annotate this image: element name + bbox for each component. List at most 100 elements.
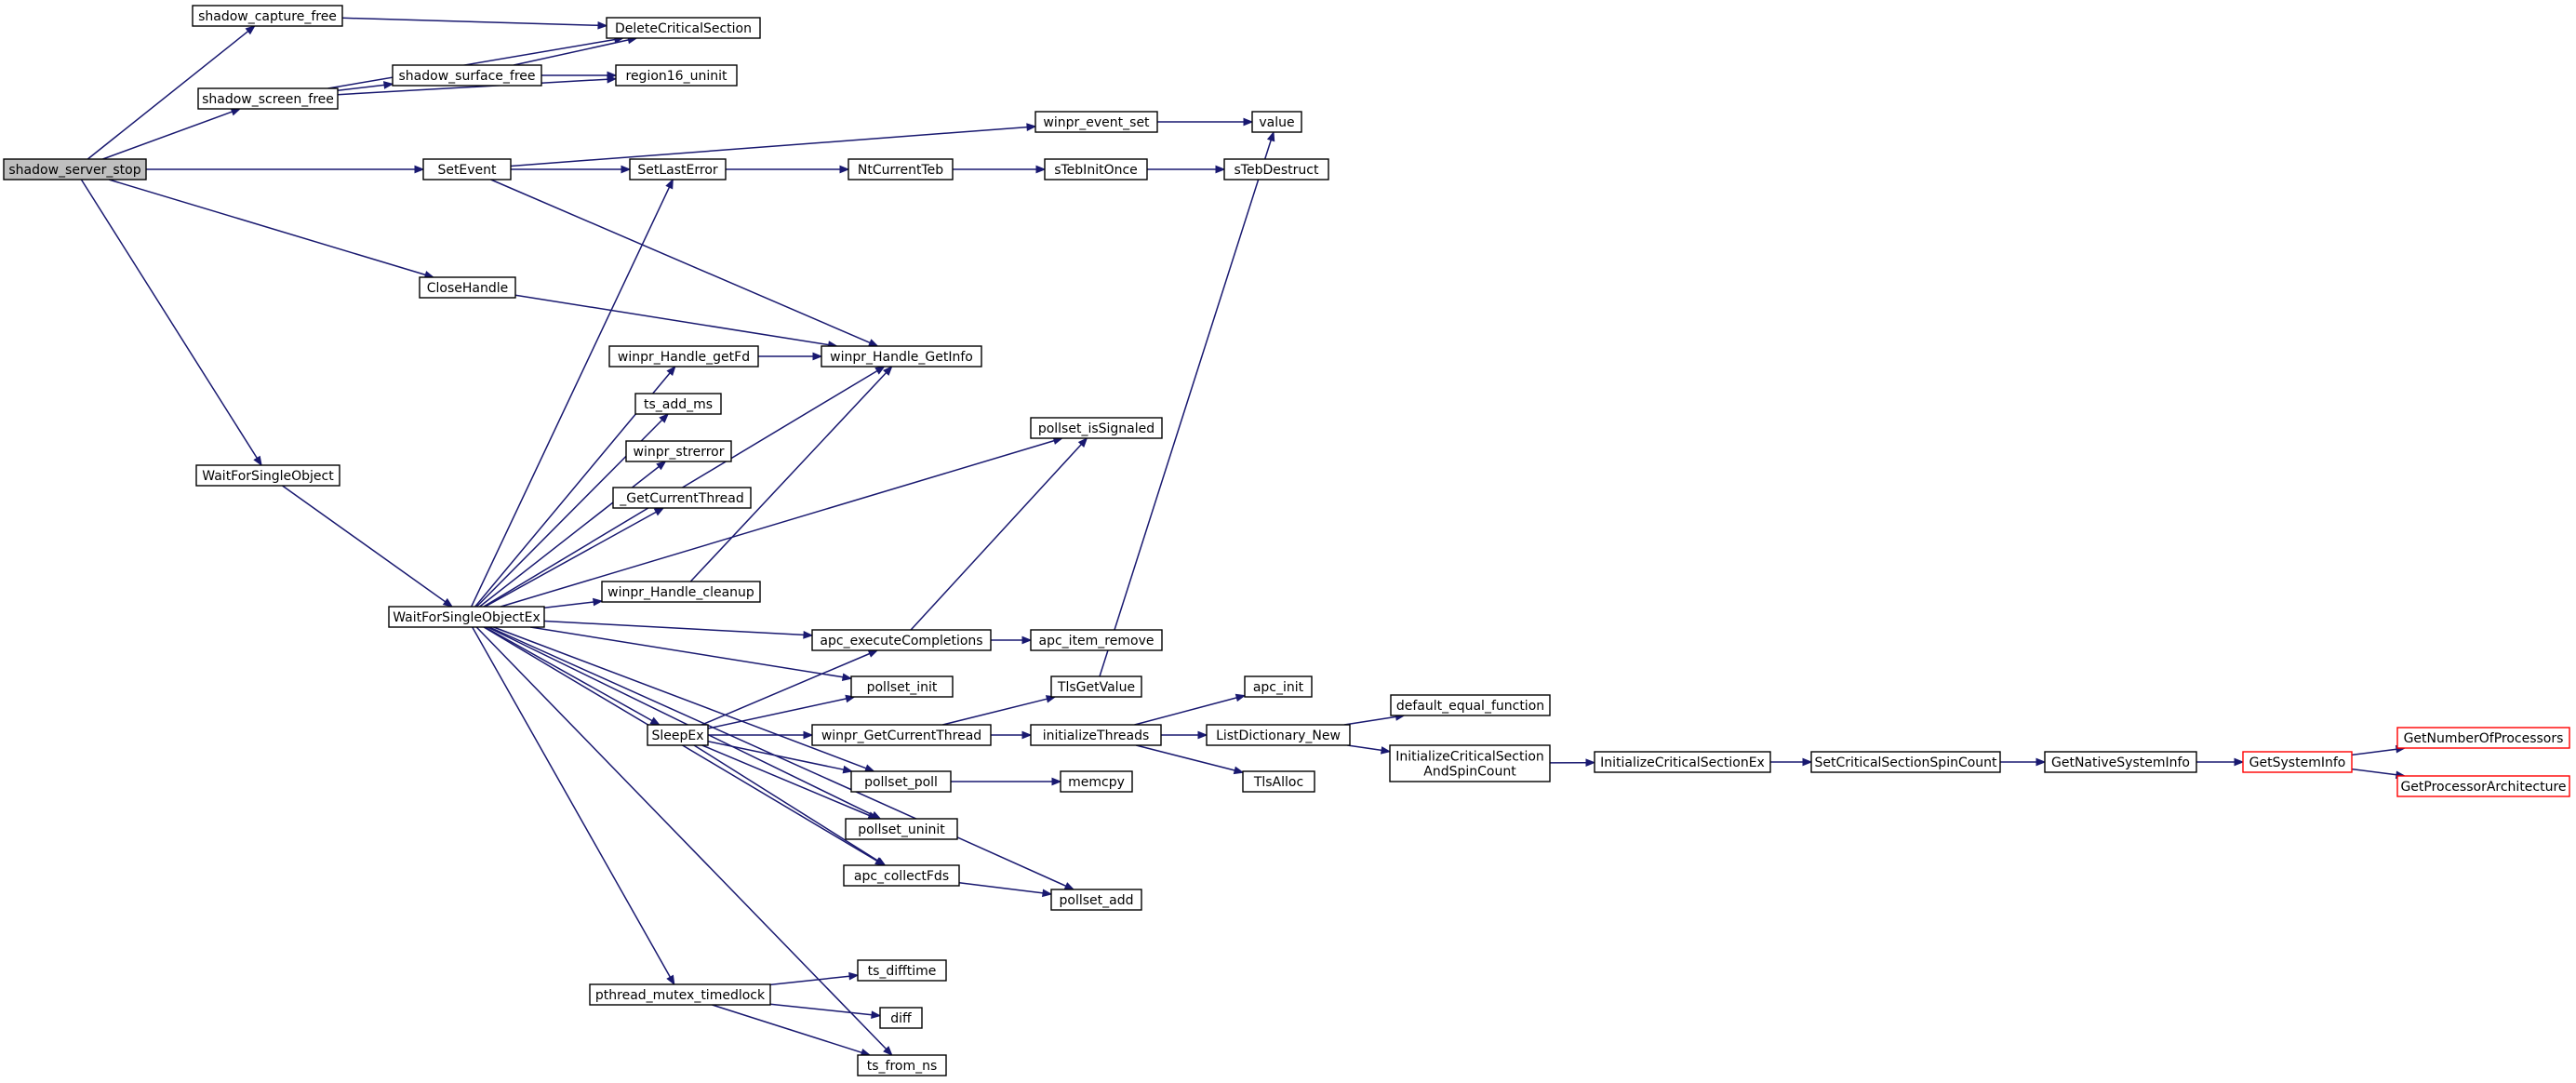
node-value[interactable]: value (1251, 111, 1302, 133)
node-box[interactable] (1389, 744, 1551, 782)
node-pollset-add[interactable]: pollset_add (1050, 889, 1142, 911)
node-box[interactable] (625, 440, 732, 462)
node-winpr-get-current-thread[interactable]: winpr_GetCurrentThread (811, 724, 992, 746)
node-box[interactable] (615, 64, 738, 87)
node-box[interactable] (192, 5, 343, 27)
node-delete-critical-section[interactable]: DeleteCriticalSection (606, 17, 761, 39)
node-wait-for-single-object-ex[interactable]: WaitForSingleObjectEx (388, 606, 545, 628)
node-box[interactable] (1242, 770, 1315, 793)
node-pollset-is-signaled[interactable]: pollset_isSignaled (1030, 417, 1163, 439)
node-box[interactable] (1050, 889, 1142, 911)
node-ts-difftime[interactable]: ts_difftime (857, 959, 947, 982)
node-box[interactable] (879, 1007, 923, 1029)
node-box[interactable] (1034, 111, 1158, 133)
node-get-system-info[interactable]: GetSystemInfo (2242, 751, 2353, 773)
node-box[interactable] (1030, 629, 1163, 651)
node-memcpy[interactable]: memcpy (1060, 770, 1133, 793)
node-box[interactable] (1810, 751, 2001, 773)
node-box[interactable] (195, 464, 340, 487)
node-box[interactable] (2044, 751, 2197, 773)
node-box[interactable] (850, 770, 952, 793)
node-shadow-surface-free[interactable]: shadow_surface_free (392, 64, 542, 87)
node-ts-from-ns[interactable]: ts_from_ns (857, 1054, 947, 1076)
node-box[interactable] (1206, 724, 1351, 746)
node-box[interactable] (821, 345, 982, 368)
node-apc-collect-fds[interactable]: apc_collectFds (843, 864, 960, 887)
node-shadow-capture-free[interactable]: shadow_capture_free (192, 5, 343, 27)
node-region16-uninit[interactable]: region16_uninit (615, 64, 738, 87)
node-box[interactable] (634, 393, 722, 415)
node-shadow-server-stop[interactable]: shadow_server_stop (3, 158, 147, 180)
node-box[interactable] (392, 64, 542, 87)
node-box[interactable] (1594, 751, 1771, 773)
node-box[interactable] (422, 158, 512, 180)
node-tls-alloc[interactable]: TlsAlloc (1242, 770, 1315, 793)
node-pthread-mutex-timedlock[interactable]: pthread_mutex_timedlock (589, 983, 771, 1006)
node-close-handle[interactable]: CloseHandle (419, 276, 516, 299)
node-box[interactable] (2242, 751, 2353, 773)
node-winpr-handle-get-fd[interactable]: winpr_Handle_getFd (608, 345, 759, 368)
node-box[interactable] (197, 87, 339, 110)
node-pollset-uninit[interactable]: pollset_uninit (845, 818, 958, 840)
node-default-equal-function[interactable]: default_equal_function (1390, 694, 1551, 716)
node-box[interactable] (2396, 727, 2570, 749)
node-box[interactable] (388, 606, 545, 628)
node-set-critical-section-spin-count[interactable]: SetCriticalSectionSpinCount (1810, 751, 2001, 773)
node-box[interactable] (589, 983, 771, 1006)
node-shadow-screen-free[interactable]: shadow_screen_free (197, 87, 339, 110)
node-set-last-error[interactable]: SetLastError (629, 158, 727, 180)
node-box[interactable] (419, 276, 516, 299)
node-nt-current-teb[interactable]: NtCurrentTeb (848, 158, 954, 180)
node-box[interactable] (857, 1054, 947, 1076)
node-box[interactable] (1060, 770, 1133, 793)
node-box[interactable] (1030, 724, 1162, 746)
node-box[interactable] (1223, 158, 1329, 180)
node-get-processor-architecture[interactable]: GetProcessorArchitecture (2396, 775, 2570, 797)
node-initialize-threads[interactable]: initializeThreads (1030, 724, 1162, 746)
node-winpr-strerror[interactable]: winpr_strerror (625, 440, 732, 462)
node-box[interactable] (3, 158, 147, 180)
node-set-event[interactable]: SetEvent (422, 158, 512, 180)
node-box[interactable] (1244, 675, 1313, 698)
node-box[interactable] (606, 17, 761, 39)
node-get-number-of-processors[interactable]: GetNumberOfProcessors (2396, 727, 2570, 749)
node-box[interactable] (850, 675, 954, 698)
node-pollset-init[interactable]: pollset_init (850, 675, 954, 698)
node-box[interactable] (843, 864, 960, 887)
node-box[interactable] (608, 345, 759, 368)
node-winpr-handle-cleanup[interactable]: winpr_Handle_cleanup (601, 581, 761, 603)
node-s-teb-init-once[interactable]: sTebInitOnce (1044, 158, 1148, 180)
node-ts-add-ms[interactable]: ts_add_ms (634, 393, 722, 415)
node-wait-for-single-object[interactable]: WaitForSingleObject (195, 464, 340, 487)
node-initialize-critical-section-ex[interactable]: InitializeCriticalSectionEx (1594, 751, 1771, 773)
node-apc-execute-completions[interactable]: apc_executeCompletions (811, 629, 992, 651)
node-box[interactable] (2396, 775, 2570, 797)
node-box[interactable] (811, 629, 992, 651)
node-tls-get-value[interactable]: TlsGetValue (1050, 675, 1142, 698)
node-box[interactable] (629, 158, 727, 180)
node-box[interactable] (612, 487, 752, 509)
node-box[interactable] (1390, 694, 1551, 716)
node-get-current-thread[interactable]: _GetCurrentThread (612, 487, 752, 509)
node-box[interactable] (1044, 158, 1148, 180)
node-box[interactable] (1251, 111, 1302, 133)
node-get-native-system-info[interactable]: GetNativeSystemInfo (2044, 751, 2197, 773)
node-box[interactable] (811, 724, 992, 746)
node-box[interactable] (848, 158, 954, 180)
node-box[interactable] (601, 581, 761, 603)
node-s-teb-destruct[interactable]: sTebDestruct (1223, 158, 1329, 180)
node-pollset-poll[interactable]: pollset_poll (850, 770, 952, 793)
node-winpr-handle-get-info[interactable]: winpr_Handle_GetInfo (821, 345, 982, 368)
node-box[interactable] (845, 818, 958, 840)
node-box[interactable] (647, 724, 709, 746)
node-diff[interactable]: diff (879, 1007, 923, 1029)
node-apc-init[interactable]: apc_init (1244, 675, 1313, 698)
node-list-dictionary-new[interactable]: ListDictionary_New (1206, 724, 1351, 746)
node-box[interactable] (857, 959, 947, 982)
node-apc-item-remove[interactable]: apc_item_remove (1030, 629, 1163, 651)
node-box[interactable] (1030, 417, 1163, 439)
node-sleep-ex[interactable]: SleepEx (647, 724, 709, 746)
node-winpr-event-set[interactable]: winpr_event_set (1034, 111, 1158, 133)
node-box[interactable] (1050, 675, 1142, 698)
